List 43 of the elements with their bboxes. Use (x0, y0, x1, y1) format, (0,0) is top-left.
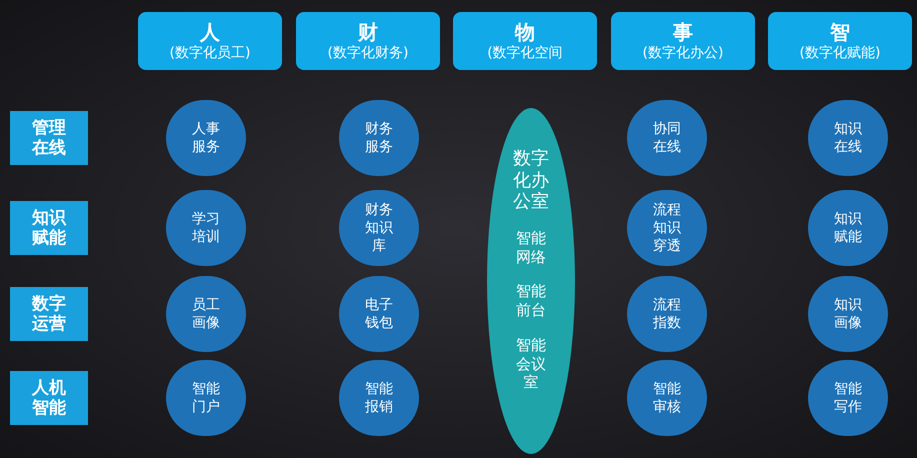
category-header (296, 12, 440, 70)
header-title: 事 (673, 20, 693, 45)
item-label: 智能写作 (834, 380, 862, 416)
row-label-box (10, 201, 88, 255)
ellipse-title: 数字化办公室 (513, 148, 549, 213)
item-label: 智能前台 (516, 282, 546, 320)
item-label: 财务知识库 (365, 200, 393, 256)
item-label: 智能审核 (653, 380, 681, 416)
item-label: 电子钱包 (365, 296, 393, 332)
item-label: 知识赋能 (834, 210, 862, 246)
category-header (453, 12, 597, 70)
item-label: 人事服务 (192, 120, 220, 156)
item-label: 智能报销 (365, 380, 393, 416)
item-label: 员工画像 (192, 296, 220, 332)
row-label: 管理在线 (32, 118, 66, 158)
header-subtitle: (数字化员工) (170, 44, 250, 62)
row-label-box (10, 371, 88, 425)
row-label-box (10, 287, 88, 341)
item-label: 学习培训 (192, 210, 220, 246)
item-label: 知识画像 (834, 296, 862, 332)
header-subtitle: (数字化办公) (642, 44, 724, 62)
category-header (138, 12, 282, 70)
row-label-box (10, 111, 88, 165)
item-label: 知识在线 (834, 120, 862, 156)
category-header (611, 12, 755, 70)
header-title: 财 (358, 20, 378, 45)
item-label: 流程知识穿透 (653, 200, 681, 256)
header-subtitle: (数字化财务) (328, 44, 408, 62)
header-title: 物 (515, 20, 535, 45)
row-label: 知识赋能 (32, 208, 66, 248)
row-label: 数字运营 (32, 294, 66, 334)
category-header (768, 12, 912, 70)
item-label: 协同在线 (653, 120, 681, 156)
header-subtitle: (数字化空间 (487, 44, 563, 62)
header-title: 人 (200, 20, 220, 45)
header-subtitle: (数字化赋能) (800, 44, 880, 62)
item-label: 流程指数 (653, 296, 681, 332)
item-label: 智能网络 (516, 228, 546, 266)
row-label: 人机智能 (32, 378, 66, 418)
item-label: 智能会议室 (516, 336, 546, 392)
item-label: 智能门户 (192, 380, 220, 416)
item-label: 财务服务 (365, 120, 393, 156)
header-title: 智 (830, 20, 850, 45)
